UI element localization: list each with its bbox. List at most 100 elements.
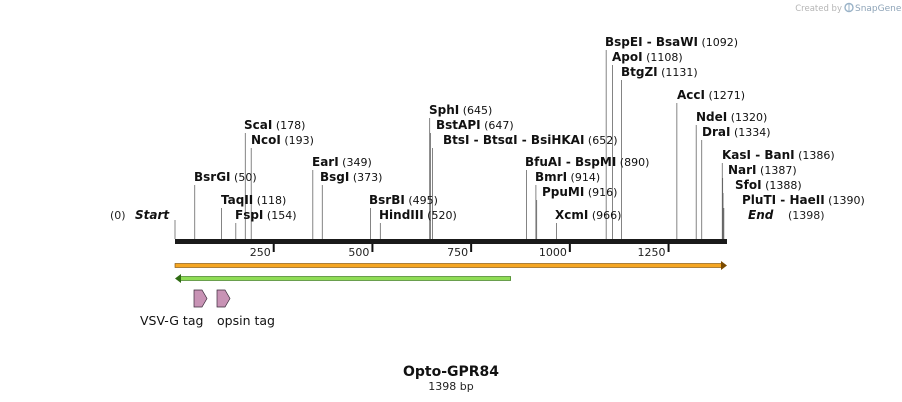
enzyme-name: BanI	[764, 148, 794, 162]
cut-site-label[interactable]: FspI (154)	[235, 208, 296, 222]
enzyme-name: ScaI	[244, 118, 272, 132]
cut-position: (1334)	[730, 126, 770, 139]
enzyme-name: PluTI	[742, 193, 776, 207]
feature-label-opsin-tag[interactable]: opsin tag	[217, 313, 275, 328]
cut-position: (645)	[459, 104, 492, 117]
cut-site-label[interactable]: TaqII (118)	[221, 193, 286, 207]
enzyme-name: SfoI	[735, 178, 762, 192]
enzyme-name: HaeII	[789, 193, 824, 207]
cut-site-label[interactable]: KasI - BanI (1386)	[722, 148, 835, 162]
enzyme-name: ApoI	[612, 50, 643, 64]
cut-position: (916)	[584, 186, 617, 199]
cut-position: (652)	[584, 134, 617, 147]
cut-position: (178)	[272, 119, 305, 132]
enzyme-name: NcoI	[251, 133, 281, 147]
enzyme-name: BstAPI	[436, 118, 481, 132]
enzyme-name: BsrBI	[369, 193, 405, 207]
cut-site-label[interactable]: ApoI (1108)	[612, 50, 683, 64]
cut-site-label[interactable]: PluTI - HaeII (1390)	[742, 193, 865, 207]
cut-site-label[interactable]: NcoI (193)	[251, 133, 314, 147]
ruler-tick-label: 1000	[539, 246, 567, 259]
cut-position: (373)	[349, 171, 382, 184]
start-marker[interactable]: (0) Start	[110, 208, 170, 222]
sequence-length: 1398 bp	[428, 380, 473, 393]
cut-site-label[interactable]: BfuAI - BspMI (890)	[525, 155, 649, 169]
cut-position: (495)	[405, 194, 438, 207]
feature-opsin-tag[interactable]	[216, 289, 231, 308]
features	[174, 261, 727, 308]
end-marker[interactable]: End (1398)	[748, 208, 825, 222]
feature-vsv-g-tag[interactable]	[193, 289, 208, 308]
cut-site-label[interactable]: AccI (1271)	[677, 88, 745, 102]
cut-site-label[interactable]: SphI (645)	[429, 103, 492, 117]
enzyme-name: BsgI	[320, 170, 349, 184]
enzyme-name: BsrGI	[194, 170, 231, 184]
cut-position: (647)	[481, 119, 514, 132]
enzyme-name: NdeI	[696, 110, 727, 124]
cut-position: (1108)	[643, 51, 683, 64]
cut-site-label[interactable]: NdeI (1320)	[696, 110, 767, 124]
cut-position: (193)	[281, 134, 314, 147]
end-position: (1398)	[788, 209, 825, 222]
cut-site-label[interactable]: SfoI (1388)	[735, 178, 802, 192]
enzyme-name: BsiHKAI	[531, 133, 585, 147]
cut-site-label[interactable]: BtsI - BtsαI - BsiHKAI (652)	[443, 133, 618, 147]
enzyme-name: EarI	[312, 155, 339, 169]
enzyme-name: SphI	[429, 103, 459, 117]
cut-site-label[interactable]: XcmI (966)	[555, 208, 621, 222]
cut-site-label[interactable]: BsgI (373)	[320, 170, 382, 184]
cut-position: (890)	[616, 156, 649, 169]
cut-position: (1092)	[698, 36, 738, 49]
cut-site-label[interactable]: NarI (1387)	[728, 163, 797, 177]
enzyme-name: BtsI	[443, 133, 470, 147]
snapgene-logo-icon	[844, 2, 854, 13]
ruler-tick-label: 750	[447, 246, 468, 259]
backbone	[175, 239, 727, 244]
enzyme-name: HindIII	[379, 208, 424, 222]
cut-position: (154)	[263, 209, 296, 222]
cut-site-lines	[174, 50, 725, 239]
feature-label-vsv-g-tag[interactable]: VSV-G tag	[140, 313, 203, 328]
snapgene-credit: Created by SnapGene	[795, 2, 902, 14]
cut-site-label[interactable]: ScaI (178)	[244, 118, 305, 132]
cut-position: (914)	[567, 171, 600, 184]
cut-site-label[interactable]: BmrI (914)	[535, 170, 600, 184]
feature-orf-reverse[interactable]	[179, 276, 511, 281]
cut-position: (1386)	[795, 149, 835, 162]
ruler-tick-label: 500	[348, 246, 369, 259]
cut-site-label[interactable]: HindIII (520)	[379, 208, 457, 222]
enzyme-name: BfuAI	[525, 155, 562, 169]
cut-site-label[interactable]: BstAPI (647)	[436, 118, 514, 132]
enzyme-name: NarI	[728, 163, 757, 177]
cut-site-label[interactable]: BsrBI (495)	[369, 193, 438, 207]
enzyme-name: DraI	[702, 125, 730, 139]
cut-site-label[interactable]: PpuMI (916)	[542, 185, 617, 199]
credit-text: Created by	[795, 4, 842, 14]
cut-site-labels: BspEI - BsaWI (1092)ApoI (1108)BtgZI (11…	[194, 35, 865, 222]
enzyme-name: AccI	[677, 88, 705, 102]
cut-site-label[interactable]: EarI (349)	[312, 155, 372, 169]
enzyme-name: XcmI	[555, 208, 588, 222]
cut-site-label[interactable]: BspEI - BsaWI (1092)	[605, 35, 738, 49]
cut-site-label[interactable]: BsrGI (50)	[194, 170, 257, 184]
enzyme-name: BtsαI	[483, 133, 518, 147]
cut-position: (1131)	[658, 66, 698, 79]
cut-position: (50)	[231, 171, 257, 184]
cut-position: (1271)	[705, 89, 745, 102]
enzyme-name: BtgZI	[621, 65, 658, 79]
cut-position: (118)	[253, 194, 286, 207]
enzyme-name: KasI	[722, 148, 751, 162]
enzyme-name: BsaWI	[656, 35, 698, 49]
start-position: (0)	[110, 209, 126, 222]
enzyme-name: PpuMI	[542, 185, 584, 199]
enzyme-name: BmrI	[535, 170, 567, 184]
enzyme-name: BspEI	[605, 35, 643, 49]
enzyme-name: BspMI	[575, 155, 616, 169]
cut-site-label[interactable]: DraI (1334)	[702, 125, 771, 139]
feature-orf-forward[interactable]	[174, 263, 723, 268]
cut-site-label[interactable]: BtgZI (1131)	[621, 65, 698, 79]
cut-position: (1387)	[757, 164, 797, 177]
